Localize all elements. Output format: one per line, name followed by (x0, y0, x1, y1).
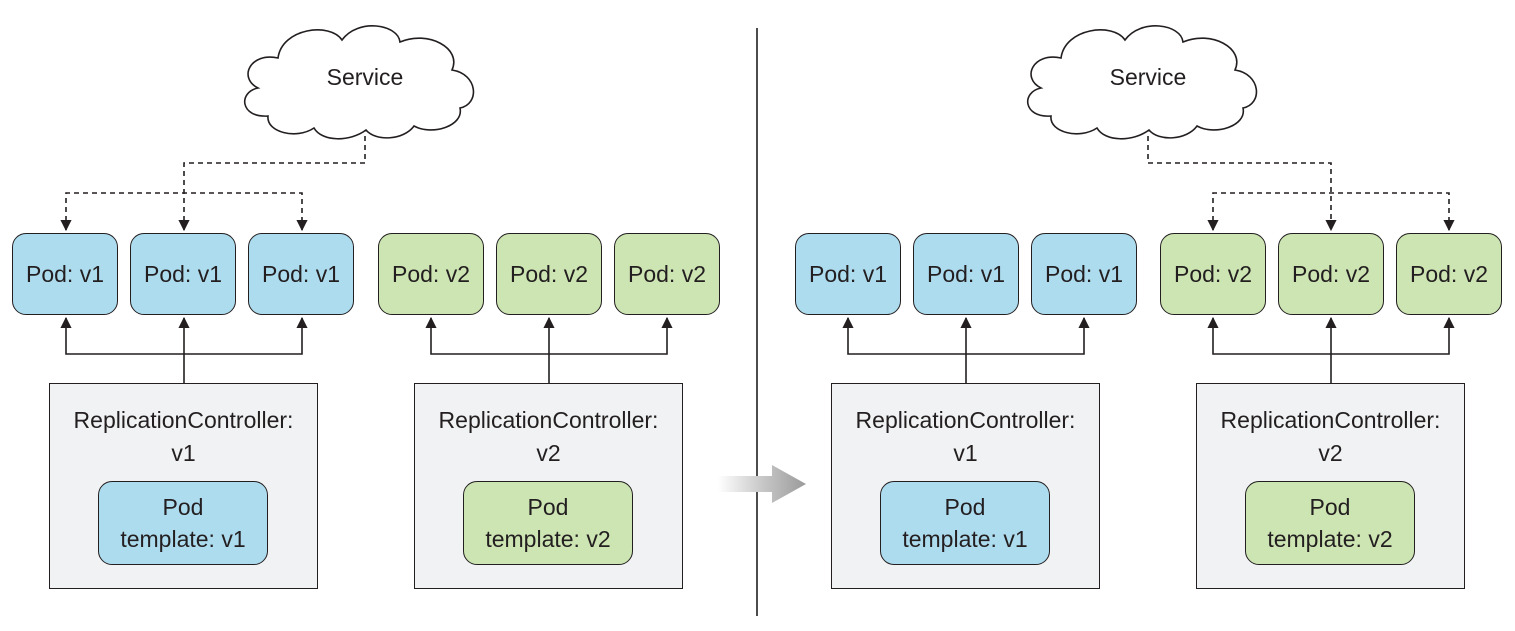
template-version: template: v1 (902, 526, 1028, 552)
controller-version: v1 (953, 440, 978, 466)
template-label: Pod (162, 494, 204, 520)
controller-title: ReplicationController: v2 (1197, 404, 1464, 470)
pod-template-v2: Pod template: v2 (1245, 481, 1415, 565)
controller-title: ReplicationController: v1 (832, 404, 1099, 470)
controller-label: ReplicationController: (1220, 407, 1441, 433)
service-links-left (60, 136, 366, 232)
controller-title: ReplicationController: v2 (415, 404, 682, 470)
template-version: template: v2 (485, 526, 611, 552)
template-version: template: v1 (120, 526, 246, 552)
service-label-left: Service (326, 64, 404, 90)
service-links-right (1147, 136, 1455, 232)
pod-v1: Pod: v1 (1031, 233, 1137, 315)
template-label: Pod (527, 494, 569, 520)
replication-controller-v1: ReplicationController: v1 Pod template: … (831, 383, 1100, 589)
template-label: Pod (944, 494, 986, 520)
service-label-right: Service (1109, 64, 1187, 90)
controller-links-left-v2 (425, 316, 673, 383)
template-version: template: v2 (1267, 526, 1393, 552)
controller-version: v2 (1318, 440, 1343, 466)
pod-v1: Pod: v1 (795, 233, 901, 315)
pod-v1: Pod: v1 (913, 233, 1019, 315)
pod-v2: Pod: v2 (1160, 233, 1266, 315)
replication-controller-v2: ReplicationController: v2 Pod template: … (414, 383, 683, 589)
pod-v1: Pod: v1 (12, 233, 118, 315)
template-label: Pod (1309, 494, 1351, 520)
controller-label: ReplicationController: (438, 407, 659, 433)
pod-v2: Pod: v2 (1278, 233, 1384, 315)
pod-v1: Pod: v1 (248, 233, 354, 315)
controller-version: v2 (536, 440, 561, 466)
controller-version: v1 (171, 440, 196, 466)
pod-v1: Pod: v1 (130, 233, 236, 315)
transition-arrow-icon (718, 465, 806, 503)
controller-links-right-v2 (1207, 316, 1455, 383)
pod-v2: Pod: v2 (378, 233, 484, 315)
pod-template-v1: Pod template: v1 (880, 481, 1050, 565)
controller-links-left-v1 (60, 316, 308, 383)
replication-controller-v2: ReplicationController: v2 Pod template: … (1196, 383, 1465, 589)
controller-title: ReplicationController: v1 (50, 404, 317, 470)
service-cloud-icon (1026, 25, 1258, 140)
controller-label: ReplicationController: (855, 407, 1076, 433)
service-cloud-icon (243, 25, 475, 140)
replication-controller-v1: ReplicationController: v1 Pod template: … (49, 383, 318, 589)
pod-v2: Pod: v2 (496, 233, 602, 315)
pod-template-v2: Pod template: v2 (463, 481, 633, 565)
controller-label: ReplicationController: (73, 407, 294, 433)
controller-links-right-v1 (842, 316, 1090, 383)
pod-v2: Pod: v2 (1396, 233, 1502, 315)
pod-v2: Pod: v2 (614, 233, 720, 315)
pod-template-v1: Pod template: v1 (98, 481, 268, 565)
